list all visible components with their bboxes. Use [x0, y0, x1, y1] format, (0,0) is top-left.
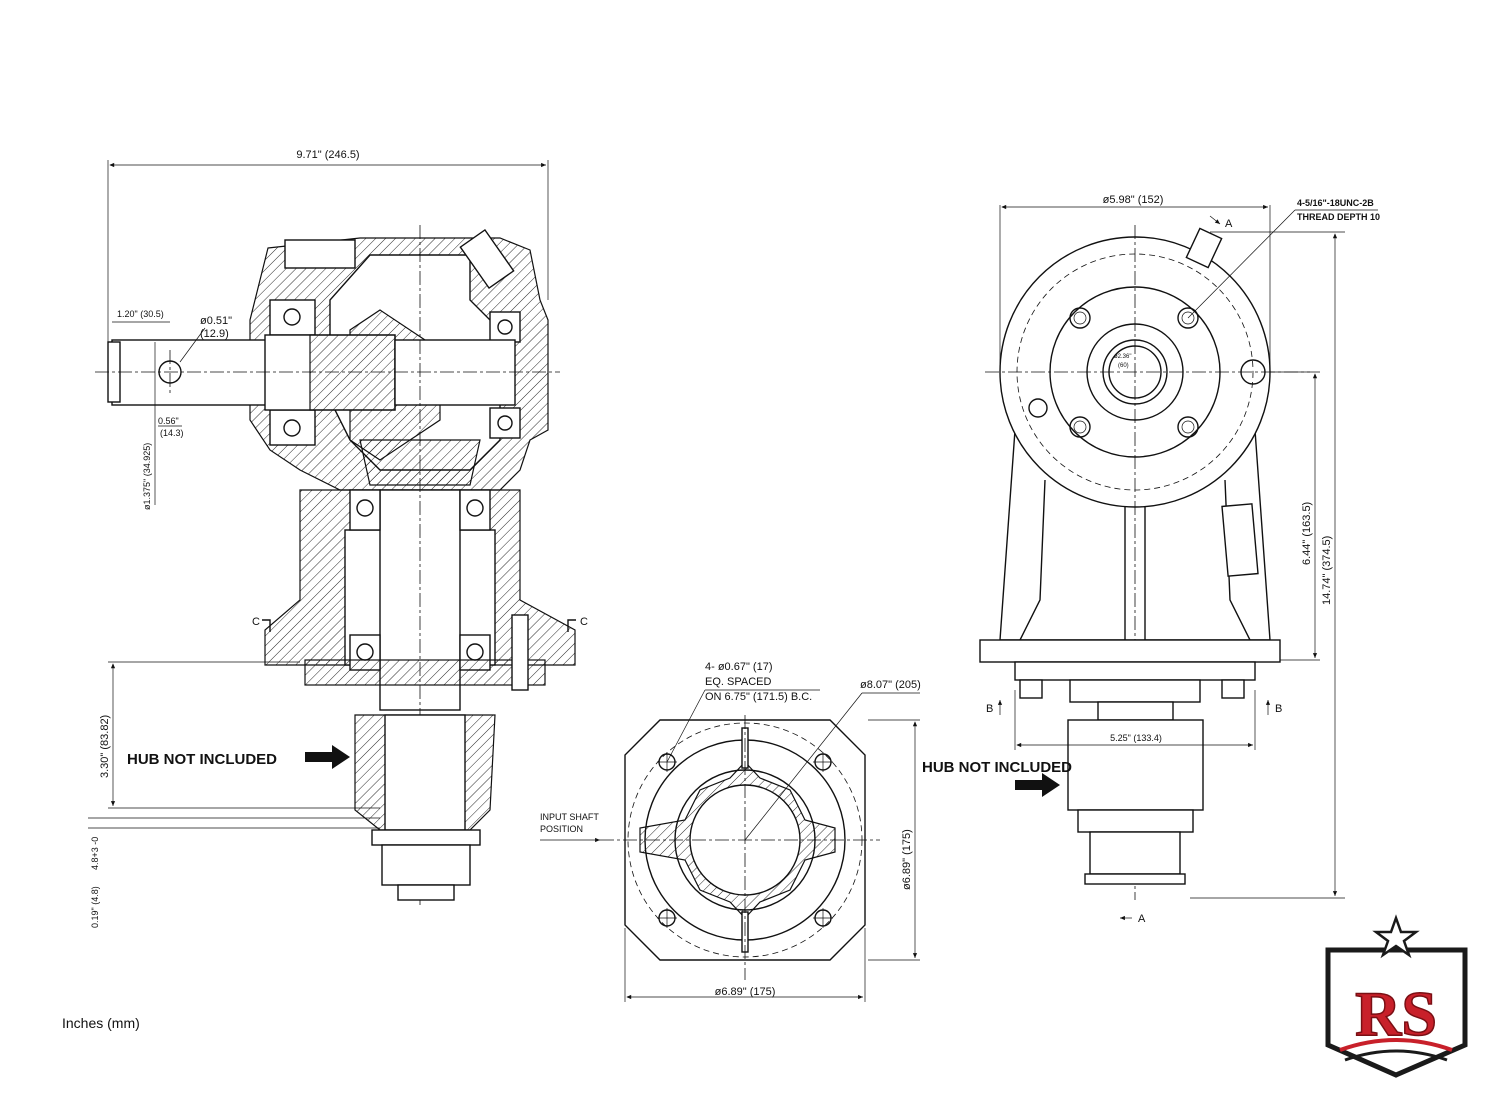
section-b-left: B: [986, 703, 993, 715]
shaft-length-label: 1.20" (30.5): [117, 309, 164, 319]
height-dim-label: ø6.89" (175): [901, 829, 913, 890]
section-b-right: B: [1275, 703, 1282, 715]
section-c-left: C: [252, 616, 260, 628]
tolerance-label: 4.8+3 -0: [90, 837, 100, 870]
height-inner-label: 6.44" (163.5): [1301, 502, 1313, 565]
width-dim-label: ø6.89" (175): [715, 986, 776, 998]
input-shaft-line1: INPUT SHAFT: [540, 812, 599, 822]
bore-label: ø2.36": [1114, 354, 1131, 360]
hub-height-label: 3.30" (83.82): [99, 715, 111, 778]
overall-width-label: 9.71" (246.5): [296, 149, 359, 161]
pin-hole-dia-label: ø0.51": [200, 315, 232, 327]
top-dia-label: ø5.98" (152): [1103, 194, 1164, 206]
front-view: ø5.98" (152) ø2.36" (60) 4-5/16"-18UNC-2…: [922, 194, 1380, 925]
star-icon: [1372, 914, 1420, 959]
front-bolt-holes: [1069, 307, 1199, 438]
bolt-holes-line1: 4- ø0.67" (17): [705, 661, 773, 673]
bolt-holes-line3: ON 6.75" (171.5) B.C.: [705, 691, 812, 703]
pin-offset-mm-label: (14.3): [160, 428, 184, 438]
rs-logo: RS: [1325, 914, 1468, 1078]
thread-line1: 4-5/16"-18UNC-2B: [1297, 198, 1374, 208]
side-section-view: 9.71" (246.5) 1.20" (30.5) ø0.51" (12.9): [88, 149, 588, 928]
hub-not-included-left: HUB NOT INCLUDED: [127, 751, 277, 768]
hub-not-included-right: HUB NOT INCLUDED: [922, 759, 1072, 776]
diagonal-dim-label: ø8.07" (205): [860, 679, 921, 691]
section-c-right: C: [580, 616, 588, 628]
bolt-holes: [657, 752, 833, 928]
flange-width-label: 5.25" (133.4): [1110, 733, 1162, 743]
bottom-flange-view: 4- ø0.67" (17) EQ. SPACED ON 6.75" (171.…: [540, 661, 921, 1002]
bore-mm-label: (60): [1118, 363, 1129, 369]
logo-letters: RS: [1355, 978, 1437, 1049]
section-a-top: A: [1225, 218, 1233, 230]
gap-label: 0.19" (4.8): [90, 886, 100, 928]
arrow-right-icon: [1015, 773, 1060, 797]
pin-hole-dia-mm-label: (12.9): [200, 328, 229, 340]
units-note: Inches (mm): [62, 1015, 140, 1031]
shaft-dia-label: ø1.375" (34.925): [142, 443, 152, 510]
bolt-holes-line2: EQ. SPACED: [705, 676, 771, 688]
input-shaft-line2: POSITION: [540, 824, 583, 834]
pin-offset-label: 0.56": [158, 416, 179, 426]
arrow-right-icon: [305, 745, 350, 769]
section-a-bottom: A: [1138, 913, 1146, 925]
height-total-label: 14.74" (374.5): [1321, 536, 1333, 605]
thread-line2: THREAD DEPTH 10: [1297, 212, 1380, 222]
